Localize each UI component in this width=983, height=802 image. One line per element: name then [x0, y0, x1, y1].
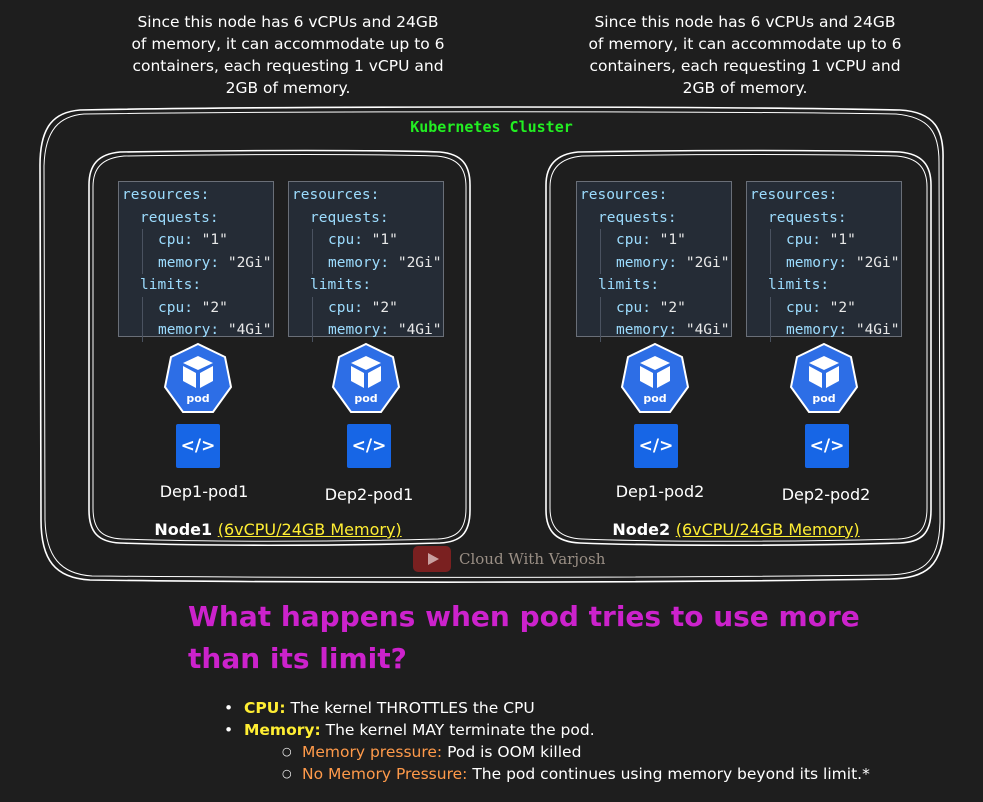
container-code-icon: </> — [634, 424, 678, 468]
yaml-request-memory: "2Gi" — [397, 254, 442, 271]
yaml-request-memory: "2Gi" — [855, 254, 900, 271]
node2-spec: (6vCPU/24GB Memory) — [675, 520, 860, 539]
pod-icon-label: pod — [354, 392, 377, 405]
pod-name-dep1-pod1: Dep1-pod1 — [159, 482, 249, 501]
yaml-resources-key: resources: — [122, 187, 210, 203]
yaml-request-cpu: "1" — [201, 232, 228, 248]
yaml-resources-key: resources: — [292, 187, 380, 203]
question-heading: What happens when pod tries to use more … — [188, 600, 860, 675]
container-code-icon: </> — [805, 424, 849, 468]
pod-icon-label: pod — [643, 392, 666, 405]
yaml-cpu-key: cpu: — [328, 299, 363, 316]
yaml-memory-key: memory: — [786, 322, 848, 338]
node1-name: Node1 — [154, 520, 213, 539]
pod-icon: pod — [620, 342, 690, 413]
pod-icon: pod — [163, 342, 233, 413]
yaml-memory-key: memory: — [328, 254, 390, 271]
yaml-limit-memory: "4Gi" — [397, 322, 442, 338]
cluster-title: Kubernetes Cluster — [410, 118, 573, 136]
node2-label: Node2 (6vCPU/24GB Memory) — [536, 520, 936, 539]
yaml-cpu-key: cpu: — [786, 299, 821, 316]
cpu-note: CPU: The kernel THROTTLES the CPU — [224, 697, 870, 719]
yaml-cpu-key: cpu: — [158, 232, 193, 248]
yaml-cpu-key: cpu: — [328, 232, 363, 248]
yaml-requests-key: requests: — [768, 209, 847, 226]
yaml-resources-key: resources: — [580, 187, 668, 203]
yaml-request-cpu: "1" — [829, 232, 856, 248]
no-memory-pressure-note: No Memory Pressure: The pod continues us… — [282, 763, 870, 785]
pod-icon: pod — [789, 342, 859, 413]
limit-behavior-list: CPU: The kernel THROTTLES the CPU Memory… — [224, 697, 870, 785]
memory-sub-list: Memory pressure: Pod is OOM killed No Me… — [244, 741, 870, 785]
yaml-memory-key: memory: — [616, 254, 678, 271]
node2-name: Node2 — [612, 520, 671, 539]
resource-spec-dep1-pod2: resources: requests: cpu: "1" memory: "2… — [576, 181, 732, 342]
yaml-memory-key: memory: — [786, 254, 848, 271]
pod-name-dep1-pod2: Dep1-pod2 — [615, 482, 705, 501]
yaml-memory-key: memory: — [328, 322, 390, 338]
yaml-cpu-key: cpu: — [786, 232, 821, 248]
cpu-note-label: CPU: — [244, 699, 286, 717]
node1-capacity-note: Since this node has 6 vCPUs and 24GB of … — [131, 13, 445, 97]
memory-note-text: The kernel MAY terminate the pod. — [325, 721, 595, 739]
youtube-play-icon — [413, 546, 451, 572]
no-memory-pressure-text: The pod continues using memory beyond it… — [472, 765, 870, 783]
yaml-limits-key: limits: — [598, 277, 660, 293]
memory-note-label: Memory: — [244, 721, 321, 739]
yaml-memory-key: memory: — [616, 322, 678, 338]
resource-spec-dep2-pod1: resources: requests: cpu: "1" memory: "2… — [288, 181, 444, 342]
pod-icon: pod — [331, 342, 401, 413]
yaml-limit-cpu: "2" — [659, 299, 686, 316]
watermark: Cloud With Varjosh — [413, 546, 605, 572]
pod-name-dep2-pod2: Dep2-pod2 — [781, 485, 871, 504]
yaml-requests-key: requests: — [310, 209, 389, 226]
container-code-icon: </> — [347, 424, 391, 468]
yaml-limit-cpu: "2" — [371, 299, 398, 316]
yaml-requests-key: requests: — [140, 209, 219, 226]
yaml-request-memory: "2Gi" — [685, 254, 730, 271]
yaml-cpu-key: cpu: — [158, 299, 193, 316]
watermark-text: Cloud With Varjosh — [459, 550, 606, 568]
pod-name-dep2-pod1: Dep2-pod1 — [324, 485, 414, 504]
yaml-request-memory: "2Gi" — [227, 254, 272, 271]
cpu-note-text: The kernel THROTTLES the CPU — [290, 699, 535, 717]
yaml-memory-key: memory: — [158, 322, 220, 338]
yaml-resources-key: resources: — [750, 187, 838, 203]
yaml-limit-cpu: "2" — [829, 299, 856, 316]
resource-spec-dep1-pod1: resources: requests: cpu: "1" memory: "2… — [118, 181, 274, 342]
yaml-limit-memory: "4Gi" — [855, 322, 900, 338]
pod-icon-label: pod — [186, 392, 209, 405]
memory-pressure-text: Pod is OOM killed — [447, 743, 582, 761]
node1-spec: (6vCPU/24GB Memory) — [217, 520, 402, 539]
node2-capacity-note: Since this node has 6 vCPUs and 24GB of … — [588, 13, 902, 97]
yaml-requests-key: requests: — [598, 209, 677, 226]
yaml-cpu-key: cpu: — [616, 299, 651, 316]
yaml-memory-key: memory: — [158, 254, 220, 271]
yaml-limit-memory: "4Gi" — [685, 322, 730, 338]
yaml-limit-memory: "4Gi" — [227, 322, 272, 338]
yaml-limits-key: limits: — [140, 277, 202, 293]
yaml-request-cpu: "1" — [371, 232, 398, 248]
pod-icon-label: pod — [812, 392, 835, 405]
container-code-icon: </> — [176, 424, 220, 468]
yaml-limit-cpu: "2" — [201, 299, 228, 316]
memory-note: Memory: The kernel MAY terminate the pod… — [224, 719, 870, 785]
resource-spec-dep2-pod2: resources: requests: cpu: "1" memory: "2… — [746, 181, 902, 342]
yaml-limits-key: limits: — [310, 277, 372, 293]
yaml-limits-key: limits: — [768, 277, 830, 293]
yaml-request-cpu: "1" — [659, 232, 686, 248]
yaml-cpu-key: cpu: — [616, 232, 651, 248]
memory-pressure-label: Memory pressure: — [302, 743, 443, 761]
no-memory-pressure-label: No Memory Pressure: — [302, 765, 468, 783]
memory-pressure-note: Memory pressure: Pod is OOM killed — [282, 741, 870, 763]
node1-label: Node1 (6vCPU/24GB Memory) — [78, 520, 478, 539]
